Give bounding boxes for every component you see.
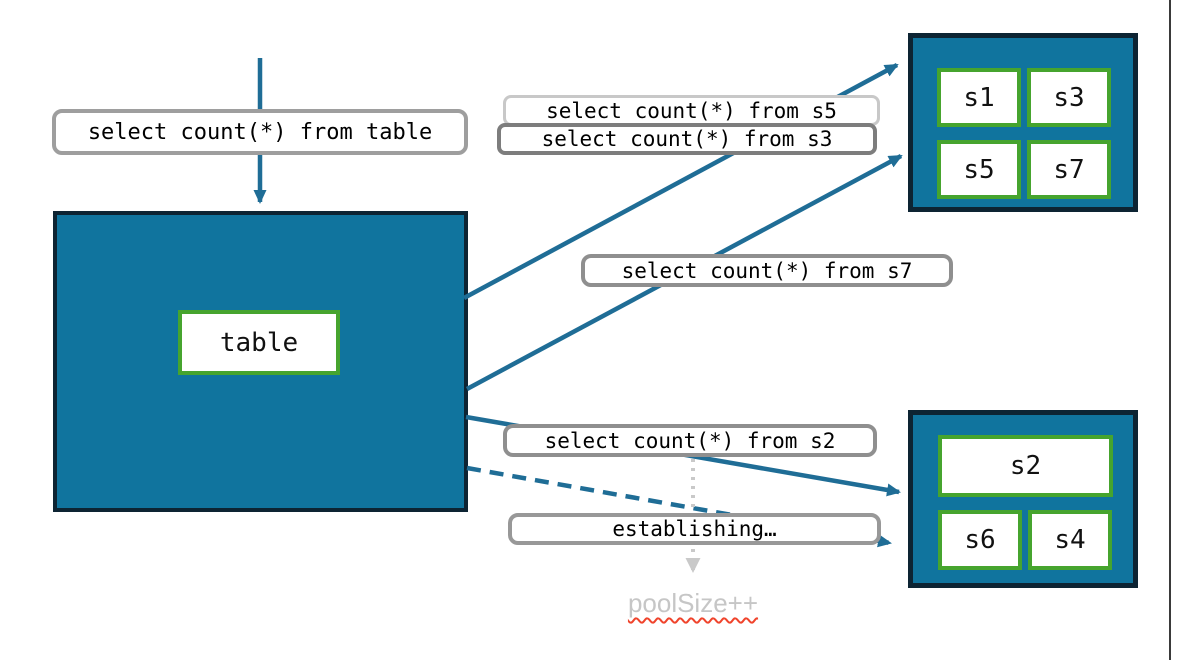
- label-query-s3-text: select count(*) from s3: [541, 127, 833, 151]
- shard-label: s4: [1054, 525, 1086, 555]
- shard-cell-s6: s6: [938, 510, 1022, 570]
- poolsize-text: poolSize++: [627, 588, 759, 618]
- shard-group-bottom: s2 s6 s4: [908, 410, 1138, 588]
- poolsize-annotation: poolSize++: [593, 588, 793, 619]
- shard-cell-s3: s3: [1027, 68, 1111, 127]
- label-query-s5-text: select count(*) from s5: [546, 98, 837, 123]
- shard-label: s1: [963, 82, 995, 113]
- shard-cell-s4: s4: [1028, 510, 1112, 570]
- shard-label: s5: [963, 154, 995, 185]
- label-query-table: select count(*) from table: [52, 109, 468, 155]
- label-query-s5: select count(*) from s5: [503, 95, 880, 126]
- shard-cell-s1: s1: [937, 68, 1021, 127]
- shard-cell-s7: s7: [1027, 140, 1111, 199]
- shard-label: s3: [1053, 82, 1085, 113]
- table-node: table: [53, 211, 468, 512]
- label-establishing-text: establishing…: [612, 517, 777, 541]
- label-establishing: establishing…: [508, 513, 881, 545]
- label-query-s3: select count(*) from s3: [497, 123, 877, 155]
- label-query-s7-text: select count(*) from s7: [621, 258, 913, 283]
- shard-label: s7: [1053, 154, 1085, 185]
- label-query-s2-text: select count(*) from s2: [544, 428, 836, 453]
- shard-cell-s5: s5: [937, 140, 1021, 199]
- table-node-label: table: [178, 310, 340, 375]
- shard-cell-s2: s2: [938, 435, 1113, 497]
- shard-label: s2: [1009, 451, 1042, 481]
- shard-label: s6: [964, 525, 996, 555]
- page-edge-line: [1169, 0, 1171, 660]
- label-query-s7: select count(*) from s7: [581, 254, 953, 287]
- label-query-table-text: select count(*) from table: [87, 119, 433, 145]
- label-query-s2: select count(*) from s2: [503, 424, 877, 457]
- shard-group-top: s1 s3 s5 s7: [908, 33, 1138, 212]
- table-label-text: table: [219, 327, 299, 358]
